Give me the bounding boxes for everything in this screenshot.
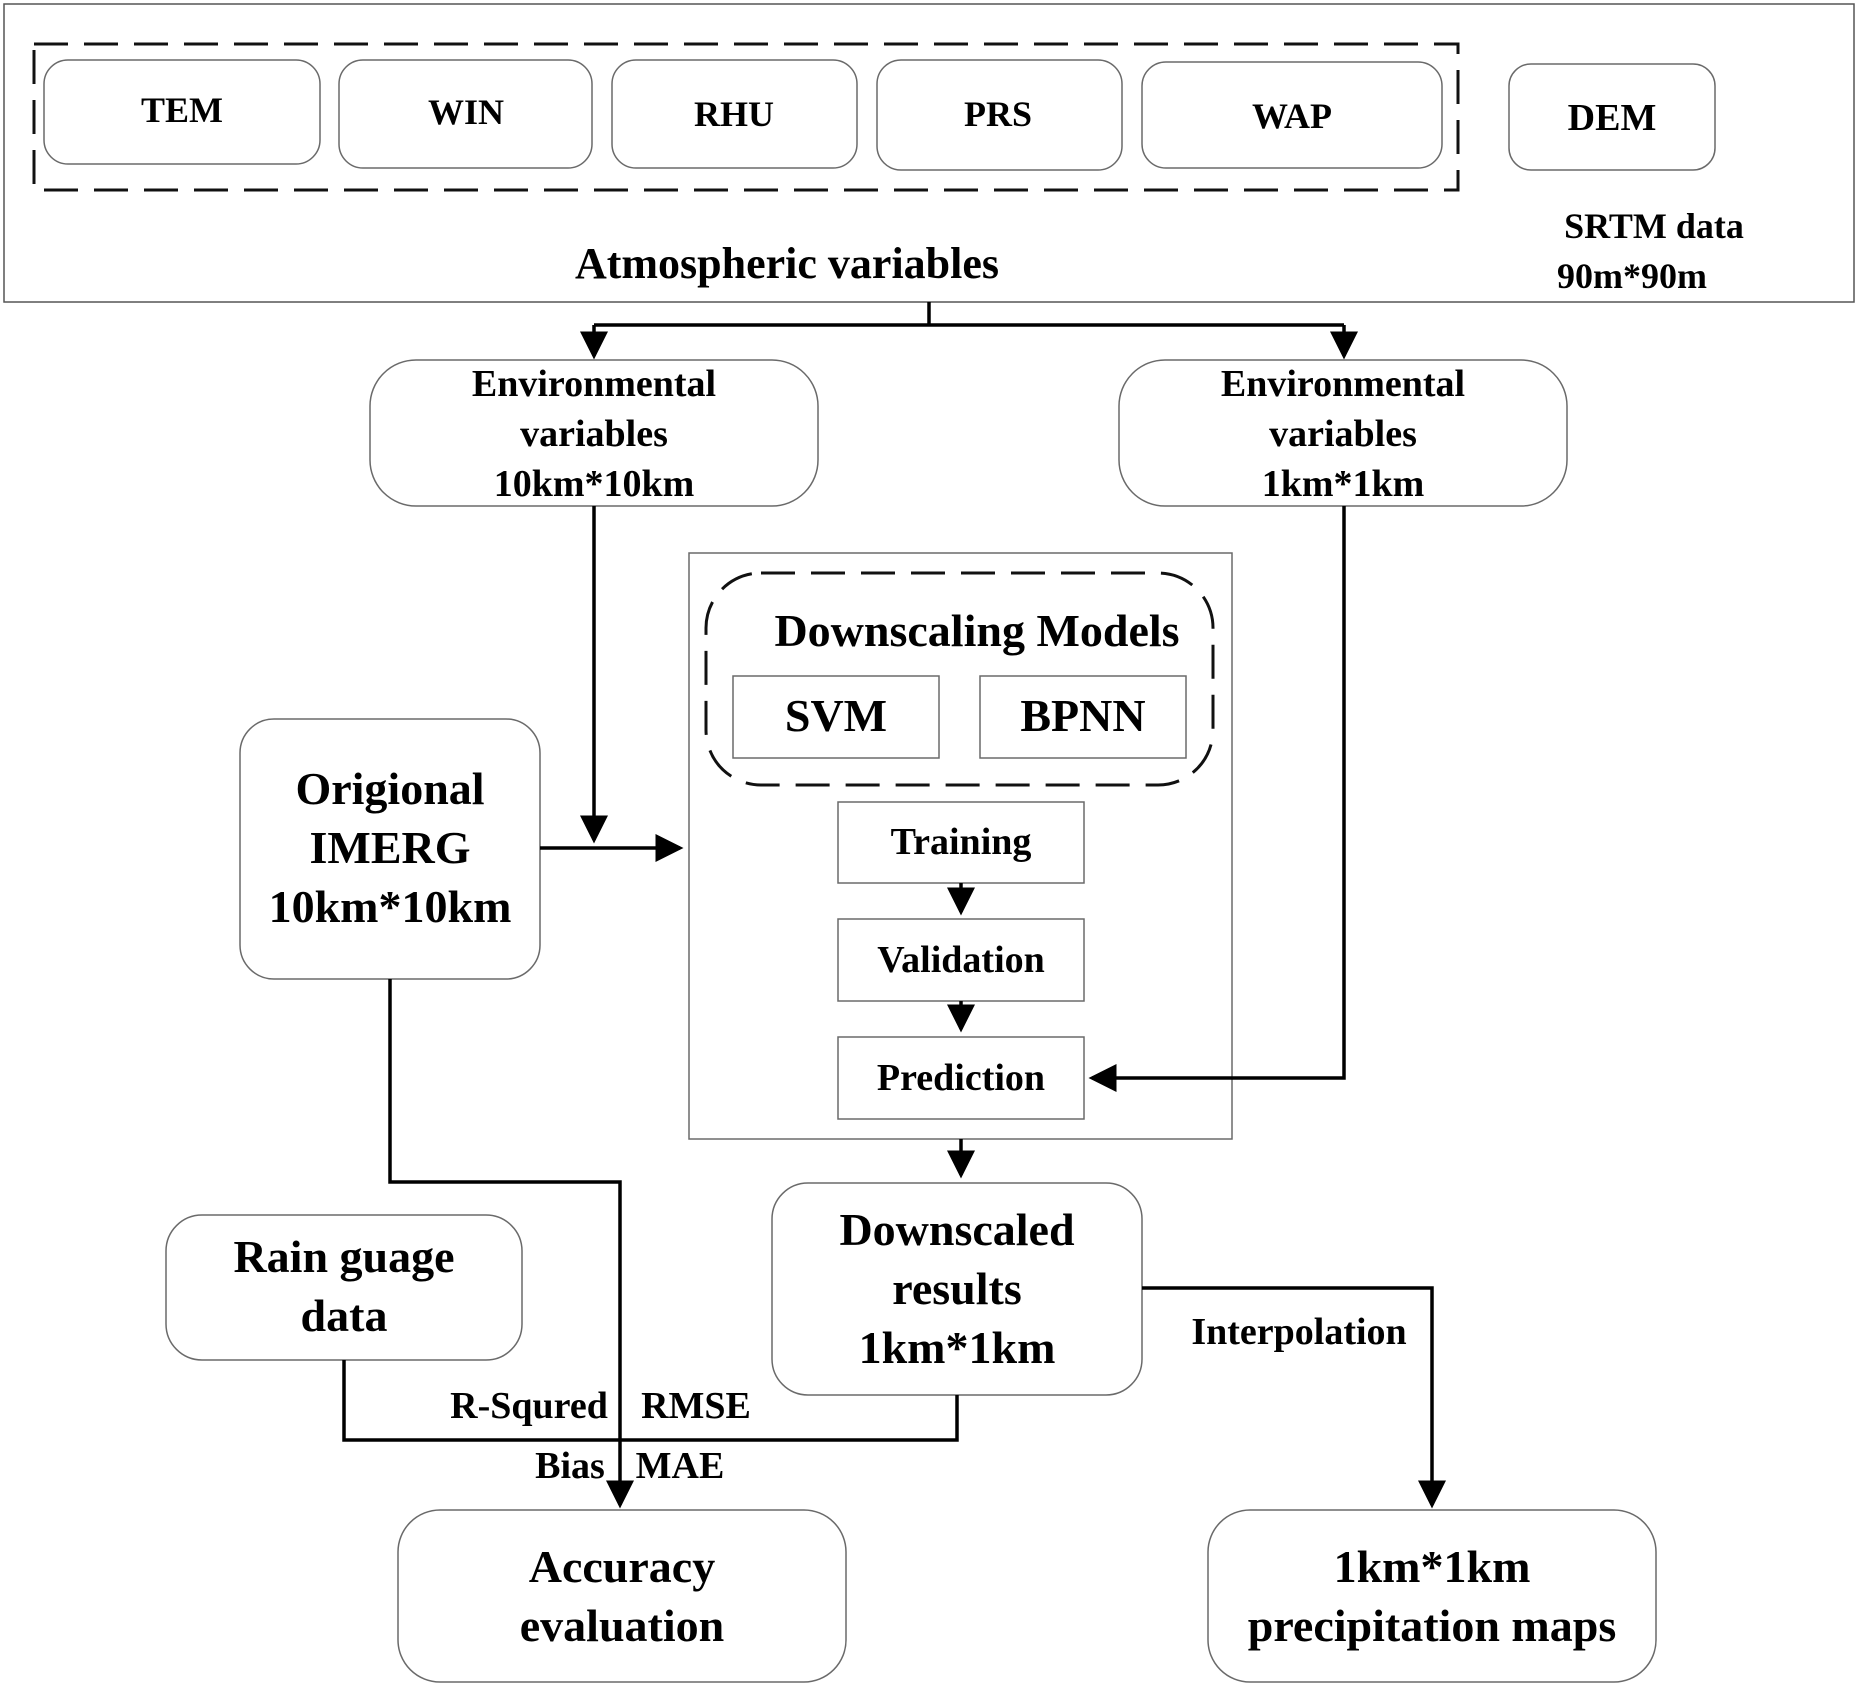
- variable-tem-label: TEM: [141, 90, 223, 130]
- env-fine-line2: variables: [1269, 413, 1417, 455]
- imerg-line1: Origional: [295, 763, 484, 814]
- downscaled-line1: Downscaled: [839, 1204, 1075, 1255]
- rain-gauge-line1: Rain guage: [233, 1231, 454, 1282]
- downscaled-line3: 1km*1km: [859, 1322, 1056, 1373]
- training-box: Training: [837, 801, 1085, 884]
- accuracy-line1: Accuracy: [529, 1541, 715, 1592]
- prediction-label: Prediction: [877, 1057, 1045, 1099]
- dem-source-line1: SRTM data: [1564, 206, 1744, 246]
- imerg-line3: 10km*10km: [269, 881, 512, 932]
- validation-box: Validation: [837, 918, 1085, 1002]
- atmospheric-group-dashed: [32, 42, 1460, 192]
- connector-imerg-to-accuracy: [388, 979, 634, 1509]
- bpnn-box: BPNN: [979, 675, 1187, 759]
- downscaled-line2: results: [892, 1263, 1022, 1314]
- metric-mae: MAE: [636, 1445, 725, 1487]
- arrow-env-fine-to-prediction: [1088, 506, 1346, 1092]
- variable-tem-box: TEM: [43, 59, 321, 165]
- downscaled-results-box: Downscaled results 1km*1km: [771, 1182, 1143, 1396]
- variable-prs-label: PRS: [964, 94, 1032, 134]
- interpolation-label: Interpolation: [1191, 1311, 1406, 1353]
- env-fine-line1: Environmental: [1221, 363, 1465, 405]
- metric-rmse: RMSE: [641, 1385, 751, 1427]
- accuracy-evaluation-box: Accuracy evaluation: [397, 1509, 847, 1683]
- precipitation-maps-box: 1km*1km precipitation maps: [1207, 1509, 1657, 1683]
- validation-label: Validation: [877, 939, 1045, 981]
- metric-bias: Bias: [535, 1445, 605, 1487]
- training-label: Training: [891, 821, 1032, 863]
- env-coarse-line1: Environmental: [472, 363, 716, 405]
- arrow-interpolation: [1142, 1286, 1446, 1509]
- accuracy-line2: evaluation: [520, 1600, 724, 1651]
- svm-label: SVM: [785, 690, 887, 741]
- downscaling-models-title: Downscaling Models: [774, 605, 1179, 656]
- maps-line2: precipitation maps: [1248, 1600, 1616, 1651]
- svm-box: SVM: [732, 675, 940, 759]
- variable-win-label: WIN: [428, 92, 504, 132]
- imerg-box: Origional IMERG 10km*10km: [239, 718, 541, 980]
- env-coarse-line3: 10km*10km: [494, 463, 695, 505]
- prediction-box: Prediction: [837, 1036, 1085, 1120]
- atmospheric-variables-label: Atmospheric variables: [575, 239, 999, 288]
- variable-win-box: WIN: [338, 59, 593, 169]
- downscaling-models-dashed: [704, 571, 1215, 787]
- variable-rhu-box: RHU: [611, 59, 858, 169]
- bpnn-label: BPNN: [1020, 690, 1145, 741]
- variable-wap-label: WAP: [1252, 96, 1332, 136]
- rain-gauge-box: Rain guage data: [165, 1214, 523, 1361]
- dem-label: DEM: [1568, 97, 1657, 139]
- dem-source-line2: 90m*90m: [1557, 256, 1707, 296]
- variable-prs-box: PRS: [876, 59, 1123, 171]
- variable-wap-box: WAP: [1141, 61, 1443, 169]
- rain-gauge-line2: data: [301, 1290, 388, 1341]
- env-coarse-box: Environmental variables 10km*10km: [369, 359, 819, 507]
- env-coarse-line2: variables: [520, 413, 668, 455]
- imerg-line2: IMERG: [310, 822, 471, 873]
- env-fine-line3: 1km*1km: [1262, 463, 1425, 505]
- metric-r-squared: R-Squred: [450, 1385, 608, 1427]
- variable-rhu-label: RHU: [694, 94, 774, 134]
- dem-box: DEM: [1508, 63, 1716, 171]
- maps-line1: 1km*1km: [1334, 1541, 1531, 1592]
- connector-gauge-downscaled: [342, 1360, 959, 1442]
- env-fine-box: Environmental variables 1km*1km: [1118, 359, 1568, 507]
